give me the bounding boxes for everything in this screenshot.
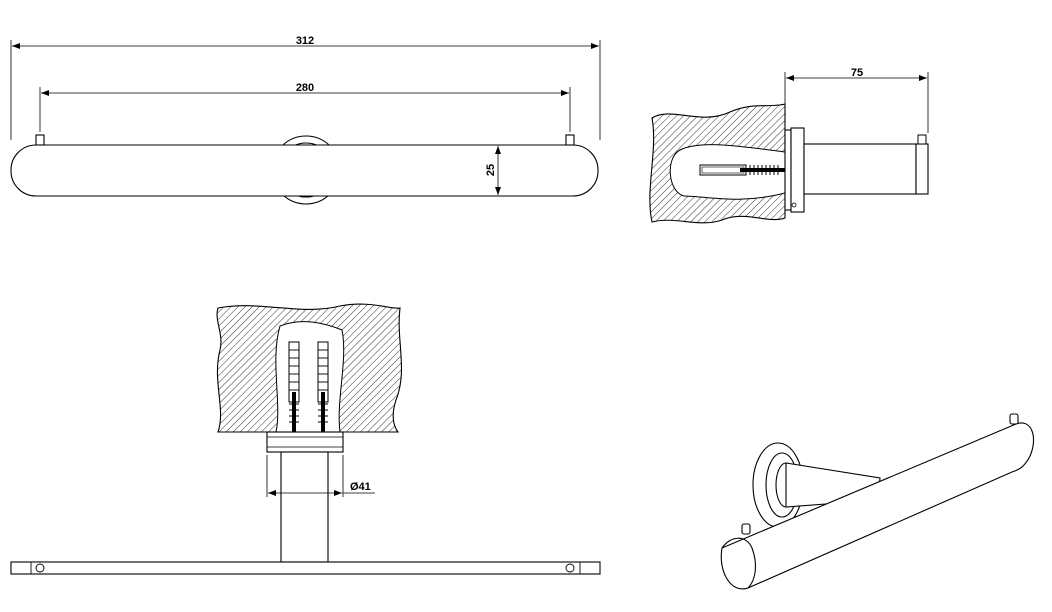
dim-projection: 75 (851, 67, 863, 79)
dim-inner-length: 280 (296, 82, 314, 94)
perspective-view (720, 413, 1034, 590)
dim-overall-length: 312 (296, 35, 314, 47)
front-view (10, 40, 601, 205)
plan-view (10, 303, 601, 575)
side-view (649, 72, 929, 224)
dim-flange-diameter: Ø41 (350, 481, 371, 493)
drill-cavity-plan (275, 321, 345, 433)
dim-bar-height: 25 (485, 164, 497, 176)
